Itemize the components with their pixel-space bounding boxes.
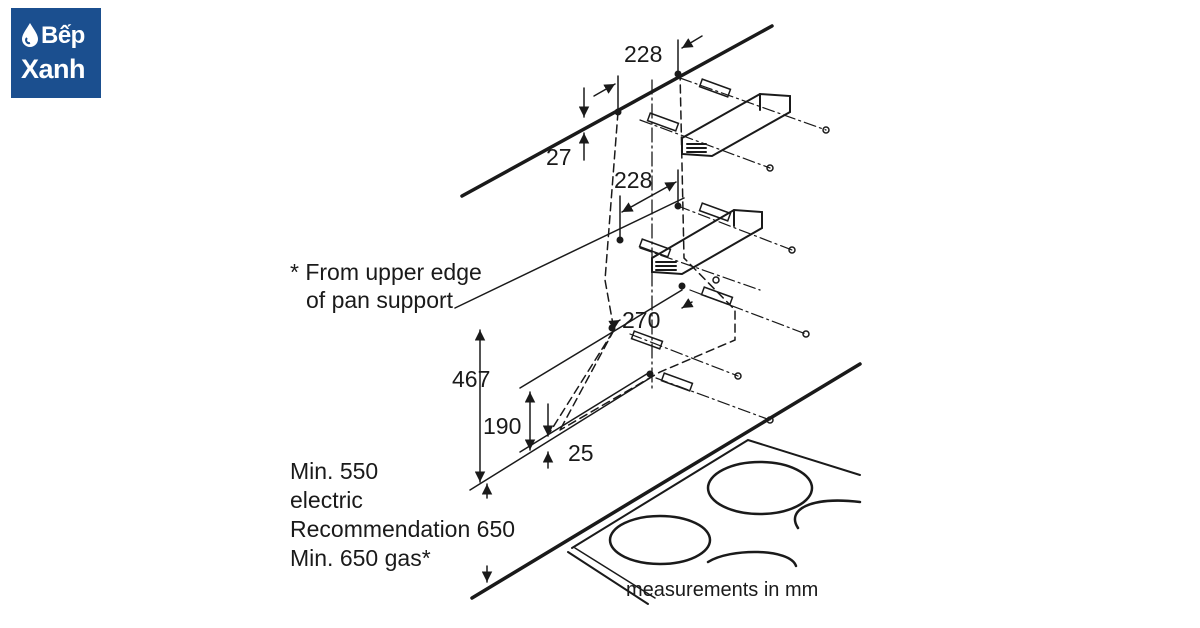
cooktop [470,362,862,605]
dim-upper-offset: 27 [546,144,572,170]
wall-bracket-upper [681,92,791,158]
note-min-3: Recommendation 650 [290,516,515,542]
units-note: measurements in mm [626,579,818,601]
note-min-2: electric [290,487,363,513]
screws [629,77,830,424]
note-min-4: Min. 650 gas* [290,545,431,571]
note-min-1: Min. 550 [290,458,378,484]
chimney-outline [549,71,736,433]
dim-mid-width: 228 [614,167,652,193]
water-drop-icon [22,23,38,47]
note-from-edge-1: * From upper edge [290,259,482,285]
dim-lower-width: 270 [622,307,660,333]
brand-name-line1: Bếp [41,22,85,49]
dim-height-467: 467 [452,366,490,392]
mounting-rails [454,197,685,491]
brand-logo: Bếp Xanh [11,8,101,98]
note-from-edge-2: of pan support [306,287,454,313]
dim-height-190: 190 [483,413,521,439]
dim-offset-25: 25 [568,440,594,466]
wall-bracket-lower [651,208,763,276]
dim-top-width: 228 [624,41,662,67]
brand-name-line2: Xanh [21,54,86,84]
dimension-lines [474,35,703,583]
